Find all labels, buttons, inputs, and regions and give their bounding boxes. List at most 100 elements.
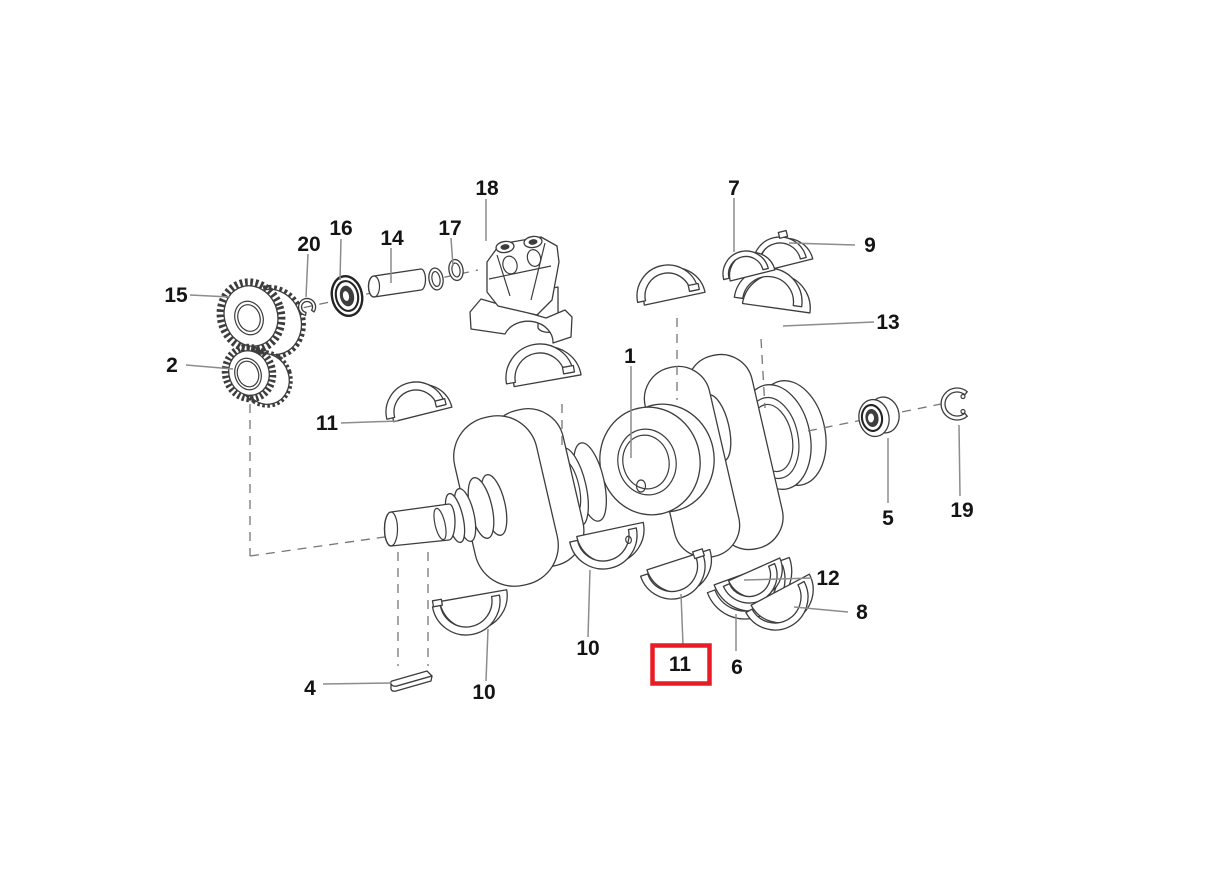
oil-hole-center	[635, 479, 647, 493]
cap-body	[486, 236, 560, 316]
callout-1: 1	[624, 345, 636, 368]
nose-groove	[433, 507, 447, 541]
callout-12: 12	[816, 567, 839, 590]
callout-9: 9	[864, 234, 876, 257]
washer-tab	[777, 229, 789, 239]
part-18-bearing-cap	[469, 235, 573, 344]
leader-20	[305, 253, 309, 298]
washer-half-ring	[752, 236, 807, 272]
callout-8: 8	[856, 601, 868, 624]
leader-lines	[185, 198, 961, 685]
leader-2	[185, 364, 234, 370]
callout-2: 2	[166, 354, 178, 377]
gear-bore-ring-inner	[236, 360, 260, 388]
part-15-large-gear	[216, 278, 306, 360]
bearing-bore	[868, 413, 874, 423]
leader-11-highlighted	[680, 593, 684, 646]
callout-11-left: 11	[316, 412, 339, 435]
part-4-key	[390, 670, 433, 692]
part-10-bearing-shell-upper-center	[505, 343, 582, 388]
part-12-bearing-shell	[722, 557, 783, 604]
gear-hub-ring-inner	[237, 304, 261, 332]
callout-labels: 1 2 4 5 6 7 8 9 10 10 11 11 12 13 14 15 …	[164, 177, 973, 704]
key-side-face	[390, 675, 433, 692]
part-5-ball-bearing	[858, 396, 900, 438]
leader-16	[339, 238, 342, 281]
leader-4	[322, 682, 392, 685]
cap-top-hole-right	[528, 239, 538, 245]
shell-locating-tab	[692, 548, 705, 560]
part-7-thrust-washer	[722, 250, 776, 282]
callout-7: 7	[728, 177, 740, 200]
callout-20: 20	[297, 233, 320, 256]
callout-10-center: 10	[576, 637, 599, 660]
shell-band	[431, 594, 501, 636]
cap-bore-right	[526, 249, 542, 267]
cap-saddle-base	[469, 298, 573, 344]
washer-half-ring	[722, 250, 769, 281]
shell-band	[569, 527, 638, 570]
leader-8	[793, 606, 849, 613]
pin-body	[367, 268, 427, 298]
washer-ring-rear	[428, 267, 444, 291]
gear-front-teeth	[221, 343, 277, 403]
gear-face	[223, 285, 279, 347]
callout-6: 6	[731, 656, 743, 679]
callout-13: 13	[876, 311, 899, 334]
assembly-axis-lines-over	[561, 318, 766, 446]
callout-16: 16	[329, 217, 352, 240]
shell-locating-tab	[687, 282, 700, 293]
part-10-bearing-shell-upper-right	[636, 264, 706, 306]
snap-ring-body	[940, 387, 968, 421]
shell-locating-tab	[561, 364, 576, 375]
gear-hub-ring-outer	[234, 300, 264, 336]
shell-locating-tab	[431, 598, 444, 608]
bearing-race-ring	[334, 280, 360, 312]
leader-13	[782, 321, 875, 327]
pin-end-face	[367, 275, 381, 298]
center-journal-ring-inner	[622, 434, 670, 490]
part-8-bearing-shell	[745, 573, 814, 631]
nose-end-face	[383, 511, 399, 547]
part-2-small-gear	[221, 343, 293, 408]
part-16-ball-bearing	[330, 274, 364, 318]
leader-12	[743, 577, 813, 581]
callout-15: 15	[164, 284, 188, 307]
callout-18: 18	[475, 177, 499, 200]
shell-band	[722, 562, 778, 604]
callout-10-left: 10	[472, 681, 495, 704]
callout-5: 5	[882, 507, 894, 530]
part-10-bearing-shell-lower-left	[431, 589, 508, 636]
part-19-snap-ring	[940, 387, 968, 421]
bearing-race-ring	[860, 404, 884, 432]
gear-bore-ring-outer	[234, 357, 262, 391]
callout-19: 19	[950, 499, 973, 522]
callout-14: 14	[380, 227, 404, 250]
snap-ring-hook-top	[960, 393, 966, 400]
shell-locating-tab	[434, 398, 447, 408]
leader-9	[788, 242, 856, 246]
part-10-bearing-shell-lower-center	[569, 521, 645, 570]
washer-ring-front-bore	[451, 262, 461, 278]
part-20-retaining-ring	[297, 297, 317, 316]
leader-10-center	[587, 569, 591, 638]
part-17-washer-rings	[428, 258, 464, 291]
callout-17: 17	[438, 217, 461, 240]
cap-ribs	[488, 242, 552, 301]
leader-17	[450, 237, 454, 267]
callout-4: 4	[304, 677, 316, 700]
part-11-bearing-shell-upper-left	[385, 381, 453, 423]
leader-15	[189, 294, 231, 298]
shell-oil-hole	[625, 535, 632, 544]
gear-front-teeth	[216, 278, 286, 354]
cap-top-hole-left	[500, 244, 510, 250]
bearing-bore	[342, 291, 350, 301]
highlight-box-part-11	[650, 643, 712, 686]
cap-bore-left	[502, 255, 518, 275]
leader-11-left	[340, 420, 399, 424]
part-14-pin	[367, 268, 427, 298]
part-11-bearing-shell-lower	[639, 548, 713, 600]
shell-align-dashed-far-right	[760, 338, 766, 409]
